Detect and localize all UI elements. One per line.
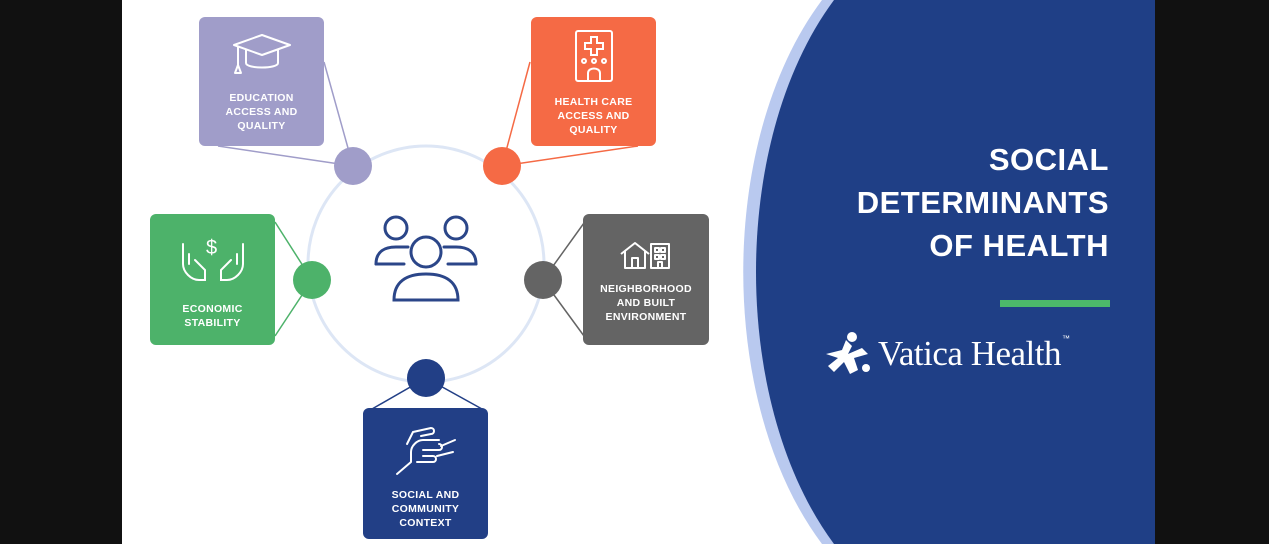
neighborhood-dot — [524, 261, 562, 299]
social-card: SOCIAL AND COMMUNITY CONTEXT — [363, 408, 488, 539]
neighborhood-label: NEIGHBORHOOD AND BUILT ENVIRONMENT — [600, 283, 692, 323]
handshake-icon — [395, 427, 456, 475]
education-label: EDUCATION ACCESS AND QUALITY — [225, 92, 298, 132]
accent-divider — [1000, 300, 1110, 307]
health-care-label: HEALTH CARE ACCESS AND QUALITY — [554, 96, 633, 136]
economic-dot — [293, 261, 331, 299]
brand-name: Vatica Health — [878, 334, 1062, 373]
graduation-cap-icon — [232, 34, 291, 74]
brand-trademark: ™ — [1062, 334, 1070, 343]
svg-text:$: $ — [206, 237, 217, 259]
economic-label: ECONOMIC STABILITY — [182, 303, 243, 329]
diagram-canvas: EDUCATION ACCESS AND QUALITY HEALTH CARE… — [122, 0, 1155, 544]
house-building-icon — [620, 242, 670, 269]
social-label: SOCIAL AND COMMUNITY CONTEXT — [391, 489, 460, 529]
neighborhood-card: NEIGHBORHOOD AND BUILT ENVIRONMENT — [583, 214, 709, 345]
hospital-icon — [574, 30, 613, 82]
page-title: SOCIAL DETERMINANTS OF HEALTH — [856, 142, 1109, 263]
social-dot — [407, 359, 445, 397]
people-group-icon — [374, 215, 478, 302]
health-care-dot — [483, 147, 521, 185]
brand-logo: Vatica Health ™ — [822, 328, 1070, 380]
economic-card: $ ECONOMIC STABILITY — [150, 214, 275, 345]
title-panel — [743, 0, 1155, 544]
education-card: EDUCATION ACCESS AND QUALITY — [199, 17, 324, 146]
education-dot — [334, 147, 372, 185]
hands-dollar-icon: $ — [181, 237, 244, 281]
health-care-card: HEALTH CARE ACCESS AND QUALITY — [531, 17, 656, 146]
vatica-logo-icon — [826, 332, 870, 374]
